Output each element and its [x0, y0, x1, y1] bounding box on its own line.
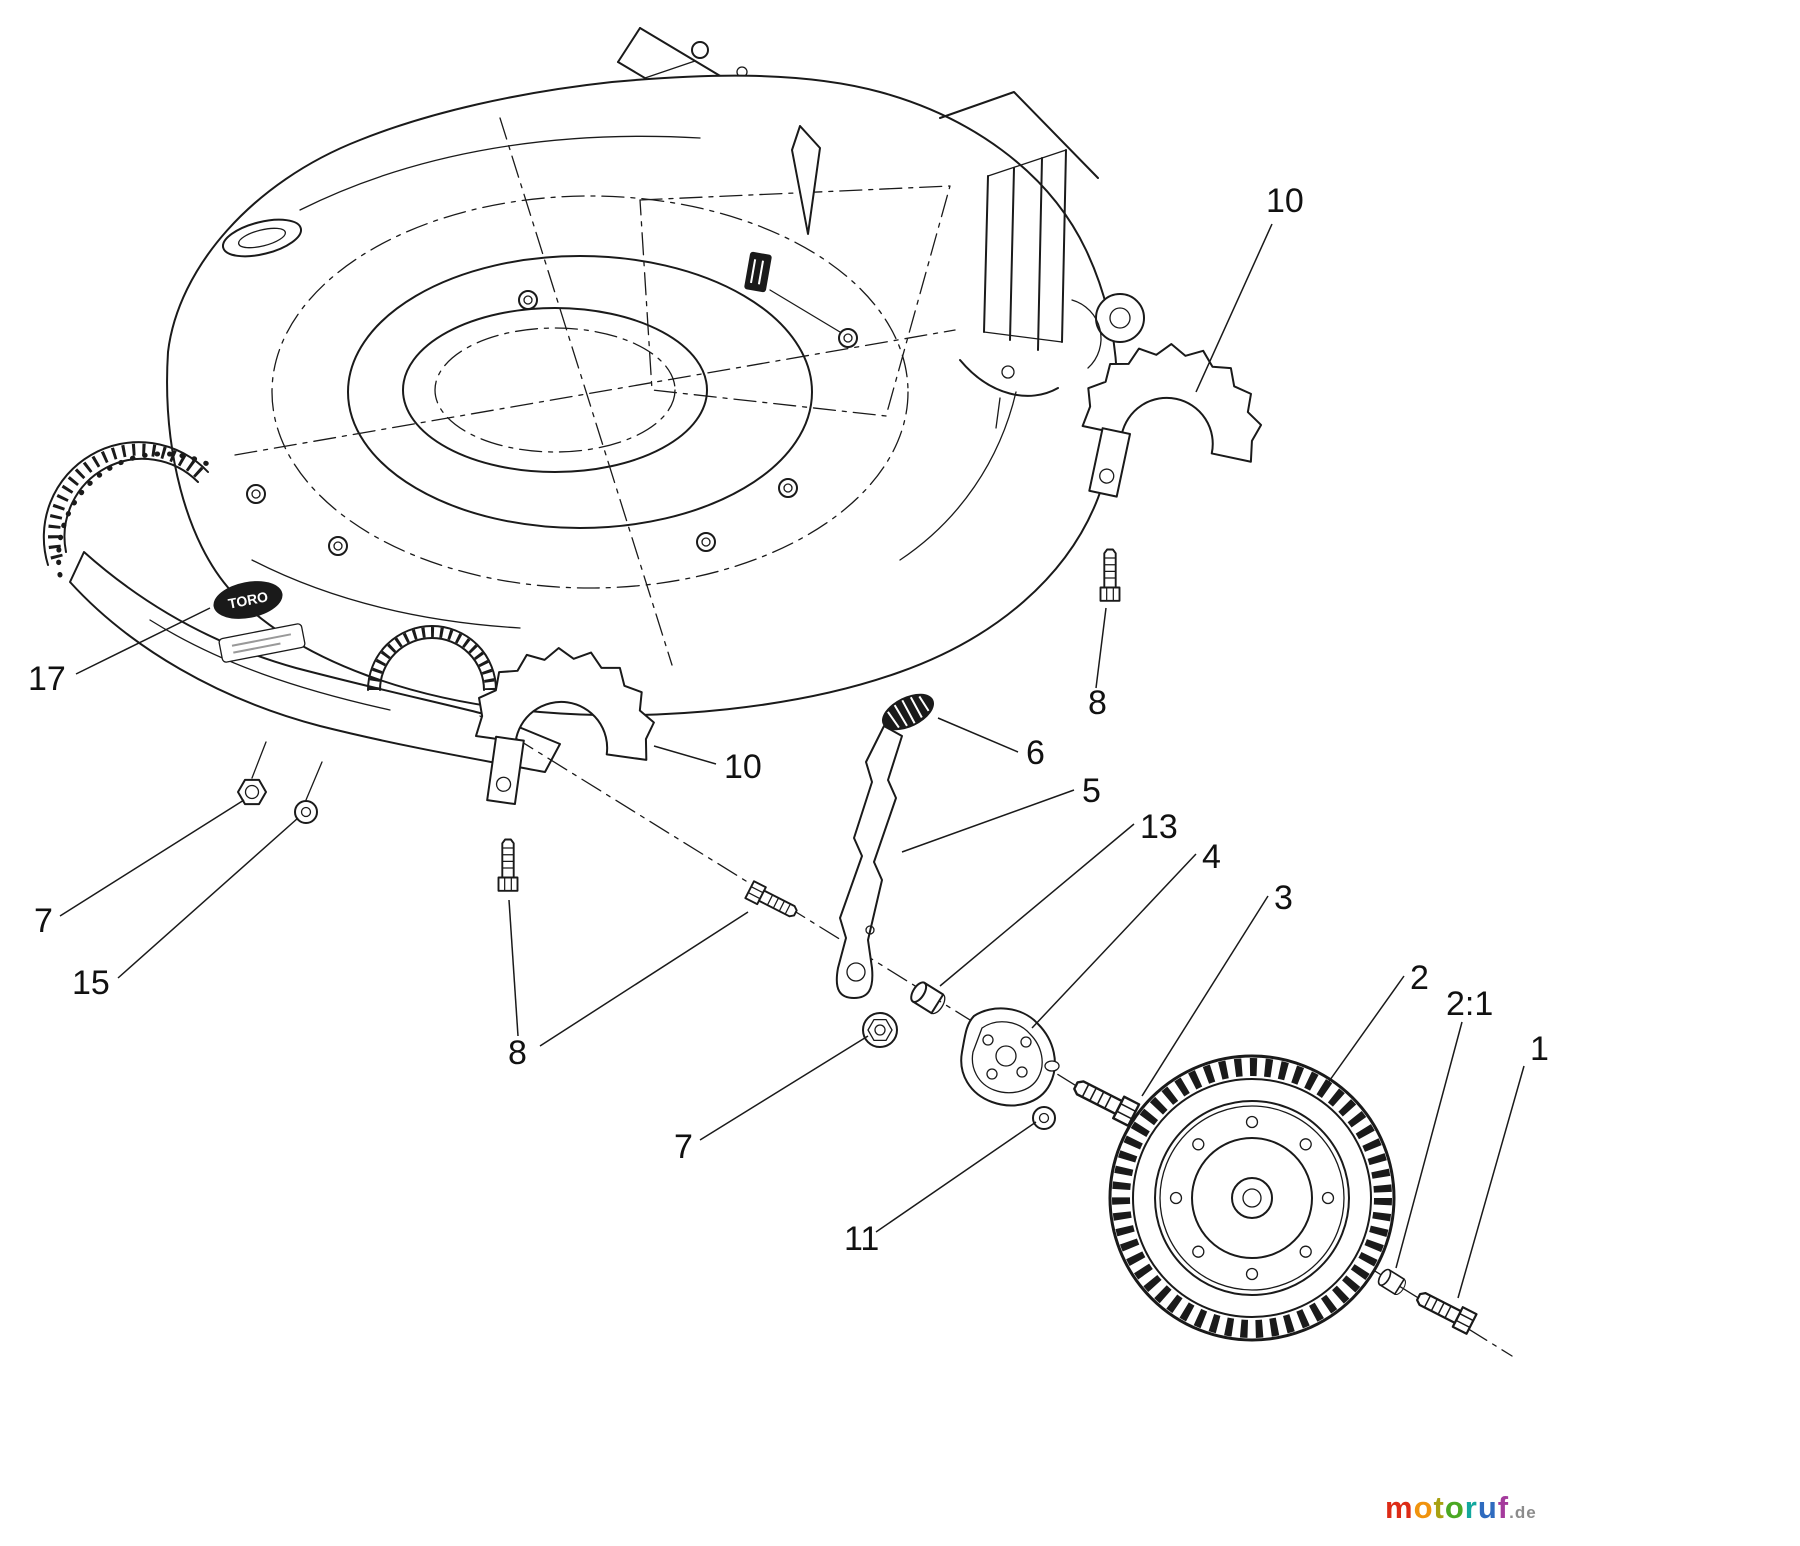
deck-bolt-holes	[246, 290, 798, 556]
callout-bushing: 2:1	[1446, 985, 1493, 1023]
logo-letter: u	[1477, 1490, 1498, 1525]
logo-letter: f	[1497, 1490, 1510, 1525]
callout-bolts-mid: 8	[508, 1034, 527, 1072]
front-skirt	[42, 441, 561, 801]
engine-plate	[639, 185, 951, 417]
vent-slots-left	[48, 443, 208, 560]
handle-bracket	[939, 91, 1145, 429]
wheel-tread	[1112, 1058, 1392, 1338]
callout-washer-axle: 11	[844, 1220, 879, 1258]
bolt-lever	[744, 880, 801, 923]
callout-quadrant-right: 10	[1266, 182, 1304, 220]
logo-letter: t	[1433, 1490, 1445, 1525]
callout-grip: 6	[1026, 734, 1045, 772]
flange-nut	[862, 1012, 898, 1048]
washer-left	[294, 800, 318, 824]
lever-grip	[881, 693, 935, 731]
wheel-bolt	[1412, 1286, 1478, 1335]
vent-slots-mid	[369, 627, 495, 691]
bushing	[1375, 1266, 1409, 1298]
badge-brand-text: TORO	[227, 588, 270, 611]
cable-clip	[744, 251, 772, 293]
deflector	[791, 125, 821, 235]
callout-labels: 10 8 17 7 15 10 8 6 5 13 4 3 2 2:1 1 7 1…	[28, 182, 1549, 1258]
mower-deck-housing: TORO	[42, 27, 1145, 801]
deck-boss	[221, 218, 303, 258]
wheel	[1108, 1054, 1396, 1342]
toro-badge: TORO	[213, 581, 283, 619]
cam-bracket	[960, 1007, 1060, 1107]
callout-wheel-bolt: 1	[1530, 1030, 1549, 1068]
washer-axle	[1032, 1106, 1056, 1130]
callout-housing: 17	[28, 660, 66, 698]
motoruf-logo[interactable]: motoruf.de	[1385, 1490, 1537, 1526]
lever-arm	[835, 725, 903, 999]
callout-bracket: 4	[1202, 838, 1221, 876]
logo-letter: o	[1444, 1490, 1465, 1525]
callout-wheel: 2	[1410, 959, 1429, 997]
blade-circle-dashed	[271, 195, 909, 589]
callout-lever: 5	[1082, 772, 1101, 810]
logo-letter: r	[1464, 1490, 1478, 1525]
callout-washer-left: 15	[72, 964, 110, 1002]
wheel-hub	[1231, 1177, 1273, 1219]
leader-lines	[59, 223, 1525, 1299]
callout-axle-bolt: 3	[1274, 879, 1293, 917]
bolt-right	[1099, 548, 1121, 602]
callout-quadrant-mid: 10	[724, 748, 762, 786]
logo-letter: m	[1385, 1490, 1414, 1525]
deck-outline	[166, 74, 1119, 717]
bolt-mid	[497, 838, 519, 892]
height-lever	[835, 693, 935, 999]
logo-suffix: .de	[1509, 1503, 1537, 1522]
callout-spacer: 13	[1140, 808, 1178, 846]
callout-nut-left: 7	[34, 902, 53, 940]
model-plate	[218, 623, 306, 663]
logo-letter: o	[1413, 1490, 1434, 1525]
callout-bolt-right: 8	[1088, 684, 1107, 722]
axle-bolt	[1069, 1073, 1141, 1127]
deck-opening	[402, 307, 708, 473]
callout-flange-nut: 7	[674, 1128, 693, 1166]
